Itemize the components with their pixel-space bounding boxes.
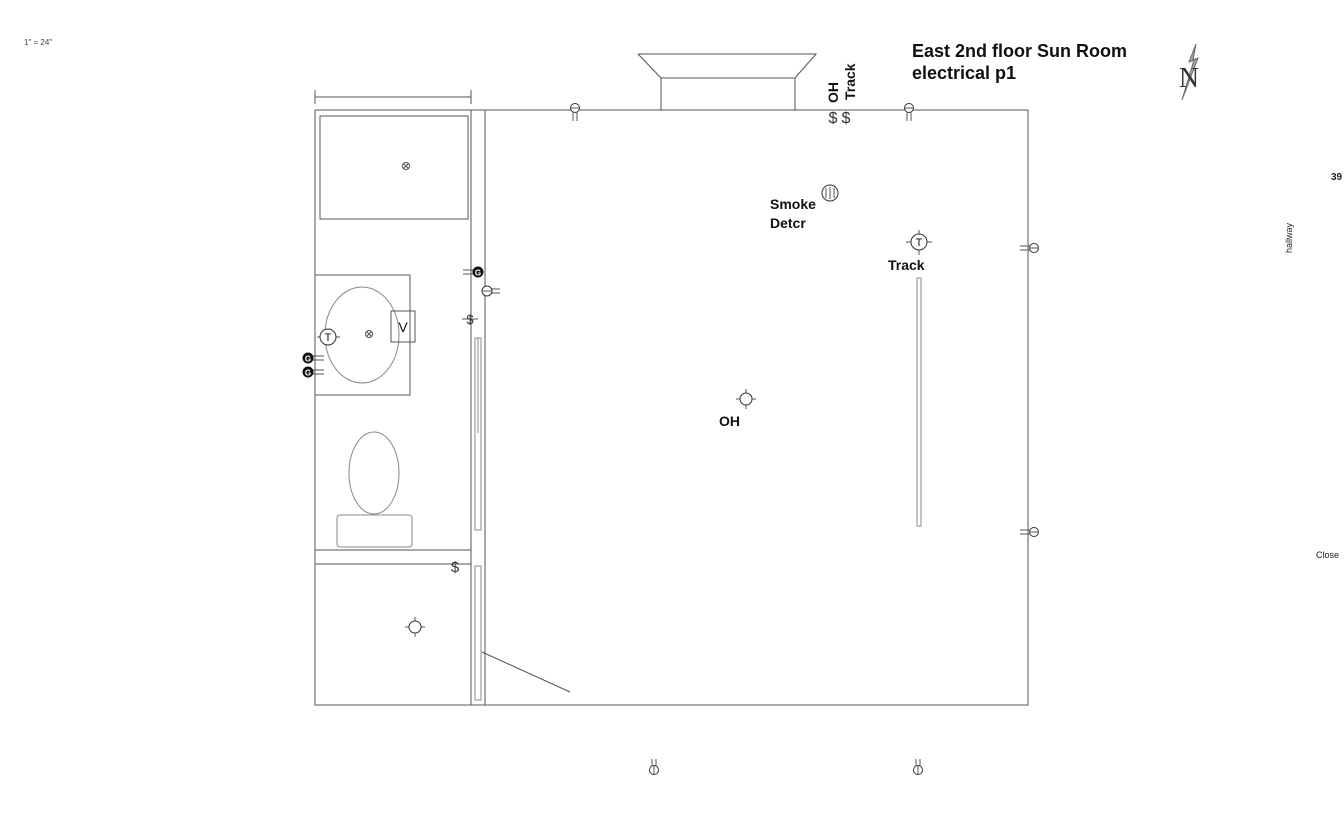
hallway-label: hallway — [1284, 222, 1294, 253]
track-light-icon: T — [906, 230, 932, 255]
vanity — [314, 274, 411, 396]
outlet-icon — [1020, 243, 1039, 253]
oh-switch-icon: $ — [829, 110, 838, 127]
room-outline — [314, 109, 1029, 706]
smoke-detector-label: Smoke — [770, 196, 816, 212]
outlet-icon — [649, 759, 659, 775]
track-rail — [916, 277, 922, 527]
switch-icon: $ — [451, 559, 460, 576]
oh-light-label: OH — [719, 413, 740, 429]
outlet-icon — [570, 103, 580, 121]
drawing-subtitle: electrical p1 — [912, 63, 1016, 83]
svg-text:T: T — [916, 237, 923, 249]
shower — [319, 115, 469, 220]
vent-label: V — [398, 319, 408, 335]
svg-text:N: N — [1179, 63, 1199, 94]
gfci-outlet-icon: G — [302, 352, 324, 364]
vanity-light-icon — [365, 330, 373, 338]
track-switch-icon: $ — [842, 110, 851, 127]
scale-label: 1" = 24" — [24, 38, 52, 47]
door-swing — [481, 651, 571, 693]
smoke-detector-label-2: Detcr — [770, 215, 806, 231]
gfci-outlet-icon: G — [463, 266, 484, 278]
switch-icon: $ — [462, 312, 478, 327]
smoke-detector-icon — [821, 184, 839, 202]
toilet-tank — [336, 514, 413, 548]
svg-text:G: G — [305, 355, 311, 364]
ceiling-light-icon — [736, 389, 756, 409]
svg-text:G: G — [475, 269, 481, 278]
thermostat-icon: T — [317, 328, 340, 346]
svg-text:T: T — [325, 332, 332, 344]
north-arrow-icon: N — [1179, 43, 1199, 101]
shower-light-icon — [402, 162, 410, 170]
drawing-title: East 2nd floor Sun Room — [912, 41, 1127, 61]
oh-switch-label: OH — [825, 82, 841, 103]
outlet-icon — [1020, 527, 1039, 537]
toilet-bowl — [348, 431, 400, 515]
gfci-outlet-icon: G — [302, 366, 324, 378]
track-switch-label: Track — [842, 63, 858, 100]
outlet-icon — [904, 103, 914, 121]
outlet-icon — [913, 759, 923, 775]
closet-label: Close — [1316, 550, 1339, 560]
interior-wall — [470, 109, 486, 706]
outlet-icon — [481, 285, 500, 297]
vent-box — [390, 310, 416, 343]
svg-text:$: $ — [466, 312, 474, 327]
dimension-line — [314, 90, 472, 104]
door-frame — [474, 565, 482, 701]
edge-number: 39 — [1331, 172, 1343, 183]
track-label: Track — [888, 257, 925, 273]
ceiling-light-icon — [405, 617, 425, 637]
svg-text:G: G — [305, 369, 311, 378]
bay-window-outline — [637, 53, 818, 110]
